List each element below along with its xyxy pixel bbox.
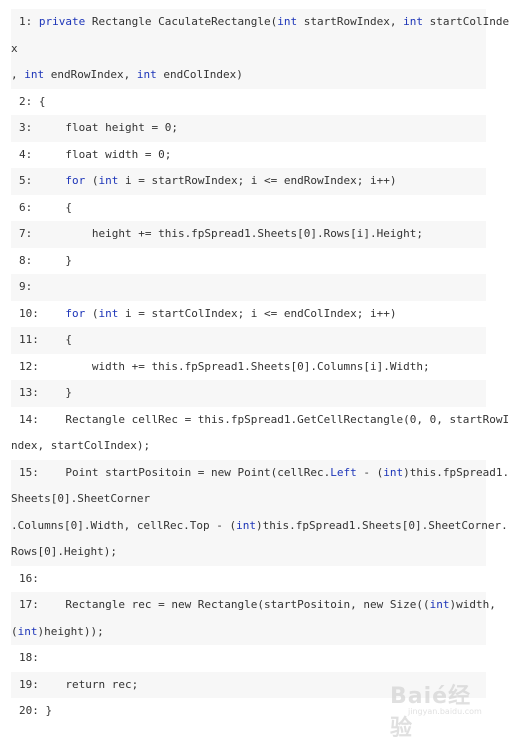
code-text: )width,: [449, 598, 496, 611]
code-text: startColInde: [423, 15, 509, 28]
code-text: Sheets[0].SheetCorner: [11, 492, 151, 505]
code-line: , int endRowIndex, int endColIndex): [11, 62, 486, 89]
code-line: 1: private Rectangle CaculateRectangle(i…: [11, 9, 509, 36]
code-line: 10: for (int i = startColIndex; i <= end…: [11, 300, 486, 327]
code-text: 3: float height = 0;: [19, 121, 178, 134]
code-line: 3: float height = 0;: [11, 115, 486, 142]
code-line: 15: Point startPositoin = new Point(cell…: [11, 459, 509, 486]
code-text: (: [85, 174, 99, 187]
code-text: 14: Rectangle cellRec = this.fpSpread1.G…: [19, 412, 509, 426]
code-text: 17: Rectangle rec = new Rectangle(startP…: [19, 598, 430, 611]
code-line: 20: }: [11, 698, 486, 725]
code-keyword: int: [429, 598, 450, 611]
code-keyword: int: [98, 174, 119, 187]
code-text: 15: Point startPositoin = new Point(cell…: [19, 465, 331, 479]
code-keyword: for: [65, 174, 86, 187]
code-keyword: int: [236, 518, 257, 532]
watermark-logo: Baié经验 jingyan.baidu.com: [382, 678, 492, 741]
code-line: 17: Rectangle rec = new Rectangle(startP…: [11, 592, 496, 619]
code-keyword: int: [136, 68, 157, 81]
code-text: 19: return rec;: [19, 677, 139, 691]
code-text: i = startRowIndex; i <= endRowIndex; i++…: [118, 174, 397, 187]
code-line: 11: {: [11, 327, 486, 354]
code-line: x: [11, 35, 486, 62]
code-text: 2: {: [19, 94, 46, 108]
code-text: .Columns[0].Width, cellRec.Top - (: [11, 518, 237, 532]
code-keyword: int: [277, 15, 298, 28]
code-line: ndex, startColIndex);: [11, 433, 486, 460]
code-text: 13: }: [19, 386, 72, 399]
code-text: 16:: [19, 571, 39, 585]
code-text: )height));: [37, 624, 104, 638]
code-keyword: int: [383, 465, 404, 479]
code-text: Rows[0].Height);: [11, 545, 117, 558]
code-text: 20: }: [19, 704, 53, 717]
code-line: 19: return rec;: [11, 671, 486, 698]
code-text: )this.fpSpread1.Sheets[0].SheetCorner.: [256, 518, 508, 532]
code-text: )this.fpSpread1.: [403, 465, 509, 479]
code-line: 4: float width = 0;: [11, 141, 486, 168]
code-line: (int)height));: [11, 618, 486, 645]
code-text: 18:: [19, 651, 39, 664]
code-line: .Columns[0].Width, cellRec.Top - (int)th…: [11, 512, 508, 539]
code-line: Rows[0].Height);: [11, 539, 486, 566]
code-text: (: [11, 624, 18, 638]
code-line: 18:: [11, 645, 486, 672]
code-line: 7: height += this.fpSpread1.Sheets[0].Ro…: [11, 221, 486, 248]
code-line: 5: for (int i = startRowIndex; i <= endR…: [11, 168, 486, 195]
code-text: ndex, startColIndex);: [11, 439, 151, 452]
code-text: endRowIndex,: [44, 68, 137, 81]
code-keyword: int: [98, 306, 119, 320]
code-keyword: Left: [330, 465, 357, 479]
code-line: 9:: [11, 274, 486, 301]
code-keyword: for: [65, 306, 86, 320]
code-text: 11: {: [19, 333, 72, 346]
code-line: 6: {: [11, 194, 486, 221]
code-text: i = startColIndex; i <= endColIndex; i++…: [118, 306, 397, 320]
code-text: 1:: [19, 15, 39, 28]
code-text: 6: {: [19, 200, 72, 214]
code-line: 2: {: [11, 88, 486, 115]
code-line: 16:: [11, 565, 486, 592]
code-line: 12: width += this.fpSpread1.Sheets[0].Co…: [11, 353, 486, 380]
code-text: startRowIndex,: [297, 15, 404, 28]
code-text: Rectangle CaculateRectangle(: [85, 15, 278, 28]
code-text: 7: height += this.fpSpread1.Sheets[0].Ro…: [19, 227, 423, 240]
code-listing: 1: private Rectangle CaculateRectangle(i…: [11, 9, 509, 725]
code-text: 5:: [19, 174, 66, 187]
code-text: (: [85, 306, 99, 320]
code-keyword: private: [38, 15, 86, 28]
code-text: 12: width += this.fpSpread1.Sheets[0].Co…: [19, 359, 430, 373]
code-line: 14: Rectangle cellRec = this.fpSpread1.G…: [11, 406, 509, 433]
code-line: 8: }: [11, 247, 486, 274]
code-keyword: int: [17, 624, 38, 638]
code-text: x: [11, 41, 18, 55]
code-keyword: int: [403, 15, 424, 28]
code-text: 9:: [19, 280, 33, 293]
code-text: 4: float width = 0;: [19, 147, 172, 161]
watermark-url: jingyan.baidu.com: [408, 707, 482, 716]
code-text: 10:: [19, 306, 66, 320]
code-line: 13: }: [11, 380, 486, 407]
code-text: endColIndex): [156, 68, 243, 81]
code-text: ,: [11, 68, 25, 81]
watermark-text: Baié经验: [390, 684, 472, 741]
code-keyword: int: [24, 68, 45, 81]
code-text: 8: }: [19, 253, 72, 267]
code-text: - (: [356, 465, 384, 479]
code-line: Sheets[0].SheetCorner: [11, 486, 486, 513]
